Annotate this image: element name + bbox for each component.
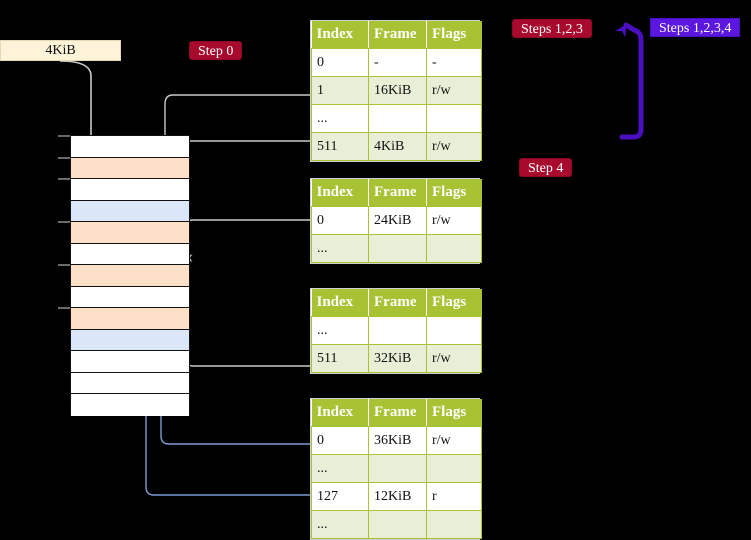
column-header-flags: Flags — [426, 21, 482, 49]
table-cell — [368, 104, 427, 133]
memory-frame-row — [71, 351, 189, 373]
table-cell: r/w — [426, 426, 482, 455]
badge-step-4[interactable]: Step 4 — [519, 158, 573, 177]
memory-size-label: 4KiB — [0, 40, 121, 61]
table-cell: 0 — [311, 426, 369, 455]
table-cell: ... — [311, 510, 369, 539]
memory-tick — [58, 135, 70, 137]
table-cell — [426, 316, 482, 345]
table-cell: 127 — [311, 482, 369, 511]
memory-frame-row — [71, 179, 189, 201]
table-cell: ... — [311, 234, 369, 263]
table-cell: r/w — [426, 76, 482, 105]
memory-frame-row — [71, 243, 189, 265]
table-cell: 32KiB — [368, 344, 427, 373]
memory-frame-row — [71, 222, 189, 244]
column-header-frame: Frame — [368, 289, 427, 317]
table-cell: 1 — [311, 76, 369, 105]
diagram-canvas: 4KiB Step 0 Steps 1,2,3 Steps 1,2,3,4 St… — [0, 18, 741, 540]
column-header-flags: Flags — [426, 289, 482, 317]
memory-frame-row — [71, 136, 189, 158]
memory-frame-row — [71, 265, 189, 287]
table-cell: r/w — [426, 344, 482, 373]
memory-frame-row — [71, 329, 189, 351]
table-cell: ... — [311, 104, 369, 133]
table-cell: 511 — [311, 132, 369, 161]
table-cell: - — [426, 48, 482, 77]
memory-frame-row — [71, 286, 189, 308]
wire-pd-out-511 — [177, 312, 310, 367]
badge-steps-1-2-3[interactable]: Steps 1,2,3 — [512, 19, 592, 38]
table-cell: 511 — [311, 344, 369, 373]
table-cell: ... — [311, 316, 369, 345]
table-cell: 0 — [311, 48, 369, 77]
table-cell: 4KiB — [368, 132, 427, 161]
table-row[interactable]: ... — [311, 454, 482, 483]
column-header-frame: Frame — [368, 399, 427, 427]
memory-frame-row — [71, 157, 189, 179]
table-row[interactable]: ... — [311, 316, 482, 345]
table-cell: ... — [311, 454, 369, 483]
table-cell — [426, 104, 482, 133]
table-row[interactable]: ... — [311, 104, 482, 133]
table-row[interactable]: 0-- — [311, 48, 482, 77]
table-cell: 16KiB — [368, 76, 427, 105]
column-header-flags: Flags — [426, 179, 482, 207]
table-cell — [368, 234, 427, 263]
memory-tick — [58, 307, 70, 309]
physical-memory-grid — [70, 135, 190, 416]
table-cell — [368, 454, 427, 483]
memory-frame-row — [71, 308, 189, 330]
badge-step-0[interactable]: Step 0 — [189, 41, 243, 60]
memory-frame-row — [71, 372, 189, 394]
table-row[interactable]: ... — [311, 234, 482, 263]
table-cell: 12KiB — [368, 482, 427, 511]
table-cell — [368, 510, 427, 539]
table-cell — [426, 510, 482, 539]
memory-tick — [58, 156, 70, 159]
column-header-index: Index — [311, 21, 369, 49]
table-cell: 24KiB — [368, 206, 427, 235]
column-header-frame: Frame — [368, 179, 427, 207]
table-cell: 0 — [311, 206, 369, 235]
table-cell — [426, 454, 482, 483]
table-cell: r/w — [426, 132, 482, 161]
badge-steps-1-2-3-4[interactable]: Steps 1,2,3,4 — [650, 18, 741, 37]
column-header-index: Index — [311, 399, 369, 427]
table-cell — [426, 234, 482, 263]
column-header-flags: Flags — [426, 399, 482, 427]
memory-frame-row — [71, 394, 189, 416]
memory-frame-row — [71, 200, 189, 222]
wire-violet-bracket — [615, 22, 644, 140]
memory-tick — [58, 221, 70, 223]
table-row[interactable]: ... — [311, 510, 482, 539]
column-header-index: Index — [311, 179, 369, 207]
memory-size-text: 4KiB — [45, 42, 76, 58]
column-header-index: Index — [311, 289, 369, 317]
memory-tick — [58, 264, 70, 266]
table-cell: r/w — [426, 206, 482, 235]
column-header-frame: Frame — [368, 21, 427, 49]
memory-tick — [58, 178, 70, 180]
table-cell: 36KiB — [368, 426, 427, 455]
table-cell: r — [426, 482, 482, 511]
table-cell: - — [368, 48, 427, 77]
wire-pdp-out-0 — [184, 219, 310, 262]
table-cell — [368, 316, 427, 345]
